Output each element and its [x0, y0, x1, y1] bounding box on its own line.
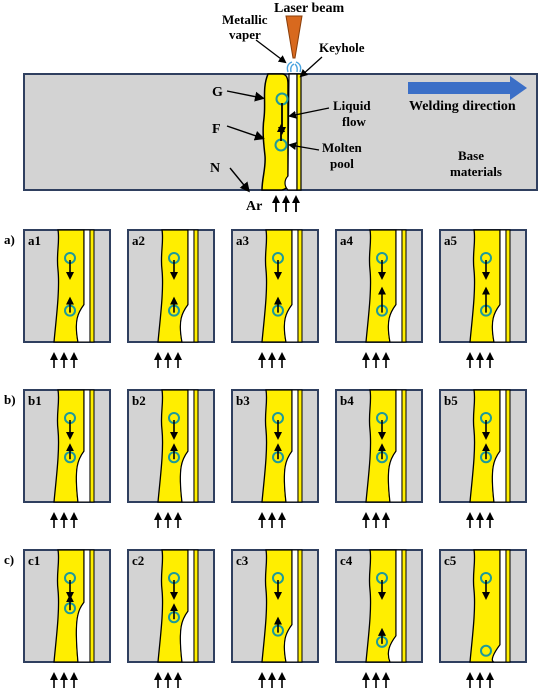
n-pointer [229, 167, 250, 193]
liquid-flow-label-line1: Liquid [333, 98, 371, 113]
panel-pool-rim [505, 229, 511, 343]
panel-flow-circle-bottom [480, 644, 492, 657]
molten-pool-label-line2: pool [330, 156, 354, 171]
panel-keyhole [75, 549, 91, 663]
molten-pool-pointer [288, 142, 320, 151]
panel-pool-rim [401, 389, 407, 503]
panel-label: b4 [340, 393, 354, 408]
panel-label: a1 [28, 233, 41, 248]
panel-keyhole [283, 389, 299, 503]
panel-pool-rim [89, 549, 95, 663]
panel-pool-rim [193, 389, 199, 503]
liquid-flow-pointer [288, 107, 330, 119]
panel-label: b3 [236, 393, 250, 408]
keyhole [284, 73, 298, 191]
panel-b3: b3 [231, 389, 319, 528]
welding-direction-label: Welding direction [409, 99, 516, 114]
panel-pool-rim [89, 229, 95, 343]
liquid-flow-label-line2: flow [342, 114, 366, 129]
panel-b4: b4 [335, 389, 423, 528]
f-pointer [226, 125, 265, 141]
panel-pool-rim [297, 549, 303, 663]
panel-keyhole [491, 229, 507, 343]
panel-pool-rim [193, 229, 199, 343]
panel-c1: c1 [23, 549, 111, 688]
panel-a3: a3 [231, 229, 319, 368]
row-label: c) [4, 552, 14, 567]
panel-c3: c3 [231, 549, 319, 688]
vapor-label-line2: vaper [229, 27, 261, 42]
panel-a2: a2 [127, 229, 215, 368]
panel-pool-rim [401, 229, 407, 343]
panel-b5: b5 [439, 389, 527, 528]
panel-keyhole [75, 229, 91, 343]
panel-label: a4 [340, 233, 354, 248]
vapor-pointer [255, 39, 287, 64]
argon-flow-arrows [272, 195, 300, 212]
molten-pool [261, 73, 289, 191]
base-materials-label-line2: materials [450, 164, 502, 179]
panel-keyhole [387, 229, 403, 343]
keyhole-pointer [299, 56, 323, 78]
n-label: N [210, 161, 220, 176]
panel-label: b1 [28, 393, 42, 408]
panel-grid: a) a1 a2 a3 a4 a5 b) b1 b2 b3 b4 b5 c) c1 c2 c3 c4 c5 [4, 229, 527, 688]
panel-label: c4 [340, 553, 353, 568]
panel-keyhole [179, 389, 195, 503]
welding-direction-arrow [408, 76, 527, 100]
panel-keyhole [491, 549, 507, 663]
panel-pool-rim [297, 389, 303, 503]
panel-c4: c4 [335, 549, 423, 688]
argon-label: Ar [246, 199, 262, 214]
panel-label: c1 [28, 553, 40, 568]
panel-label: a5 [444, 233, 458, 248]
main-diagram: Laser beam Metallic vaper Keyhole G F N … [23, 1, 538, 214]
g-label: G [212, 85, 223, 100]
panel-pool-rim [505, 389, 511, 503]
metallic-vapor-plume [286, 61, 302, 73]
panel-pool-rim [297, 229, 303, 343]
pool-rim [296, 73, 302, 191]
f-label: F [212, 122, 221, 137]
panel-b2: b2 [127, 389, 215, 528]
panel-label: a2 [132, 233, 145, 248]
panel-keyhole [283, 549, 299, 663]
keyhole-label: Keyhole [319, 40, 365, 55]
row-label: a) [4, 232, 15, 247]
molten-pool-label-line1: Molten [322, 140, 362, 155]
panel-keyhole [387, 389, 403, 503]
panel-keyhole [387, 549, 403, 663]
row-label: b) [4, 392, 16, 407]
panel-label: c3 [236, 553, 249, 568]
base-materials-label-line1: Base [458, 148, 484, 163]
panel-b1: b1 [23, 389, 111, 528]
laser-beam-label: Laser beam [274, 1, 344, 16]
panel-label: c2 [132, 553, 144, 568]
panel-keyhole [283, 229, 299, 343]
panel-a1: a1 [23, 229, 111, 368]
panel-keyhole [491, 389, 507, 503]
panel-label: a3 [236, 233, 250, 248]
vapor-label-line1: Metallic [222, 12, 268, 27]
panel-c2: c2 [127, 549, 215, 688]
panel-keyhole [179, 229, 195, 343]
g-pointer [226, 90, 265, 102]
panel-a5: a5 [439, 229, 527, 368]
panel-label: c5 [444, 553, 457, 568]
panel-c5: c5 [439, 549, 527, 688]
panel-keyhole [179, 549, 195, 663]
panel-pool-rim [505, 549, 511, 663]
panel-pool-rim [193, 549, 199, 663]
panel-label: b2 [132, 393, 146, 408]
panel-keyhole [75, 389, 91, 503]
panel-a4: a4 [335, 229, 423, 368]
panel-pool-rim [401, 549, 407, 663]
panel-pool-rim [89, 389, 95, 503]
laser-beam [285, 15, 303, 59]
panel-label: b5 [444, 393, 458, 408]
